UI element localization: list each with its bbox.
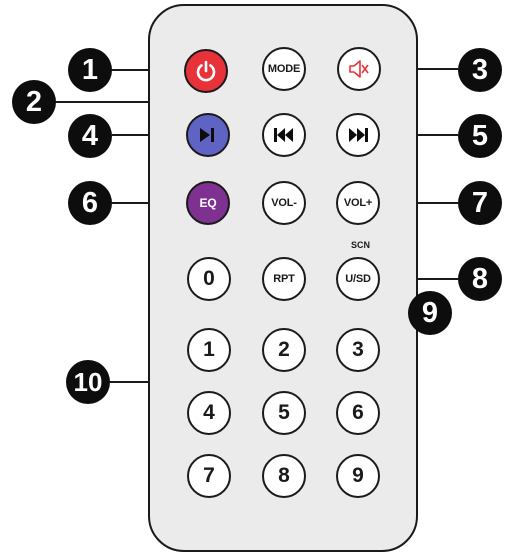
callout-1: 1	[68, 48, 112, 92]
volume-up-button[interactable]: VOL+	[336, 181, 380, 225]
digit-4-label: 4	[203, 401, 215, 424]
callout-5: 5	[458, 114, 502, 158]
volume-down-label: VOL-	[271, 197, 297, 209]
play-pause-button[interactable]	[186, 113, 230, 157]
play-pause-icon	[200, 128, 214, 142]
callout-9: 9	[408, 291, 452, 335]
digit-9-button[interactable]: 9	[336, 454, 380, 498]
digit-5-button[interactable]: 5	[262, 391, 306, 435]
skip-next-icon	[349, 128, 368, 142]
eq-button[interactable]: EQ	[186, 181, 230, 225]
callout-7: 7	[458, 181, 502, 225]
digit-6-label: 6	[352, 401, 364, 424]
digit-1-button[interactable]: 1	[187, 328, 231, 372]
skip-previous-icon	[274, 128, 293, 142]
usd-label: U/SD	[345, 273, 371, 285]
repeat-label: RPT	[273, 273, 295, 285]
digit-8-label: 8	[278, 464, 290, 487]
next-track-button[interactable]	[336, 113, 380, 157]
mute-button[interactable]	[337, 47, 381, 91]
digit-5-label: 5	[278, 401, 290, 424]
eq-label: EQ	[199, 196, 217, 210]
mode-label: MODE	[267, 63, 301, 75]
callout-3: 3	[458, 48, 502, 92]
digit-0-button[interactable]: 0	[187, 257, 231, 301]
power-icon	[196, 60, 216, 82]
digit-2-label: 2	[278, 338, 290, 361]
callout-4: 4	[68, 114, 112, 158]
digit-7-label: 7	[203, 464, 215, 487]
digit-6-button[interactable]: 6	[336, 391, 380, 435]
volume-up-label: VOL+	[343, 197, 373, 209]
volume-down-button[interactable]: VOL-	[262, 181, 306, 225]
mode-button[interactable]: MODE	[262, 47, 306, 91]
power-button[interactable]	[184, 49, 228, 93]
digit-2-button[interactable]: 2	[262, 328, 306, 372]
digit-1-label: 1	[203, 338, 215, 361]
digit-9-label: 9	[352, 464, 364, 487]
callout-2: 2	[12, 80, 56, 124]
digit-3-button[interactable]: 3	[336, 328, 380, 372]
digit-8-button[interactable]: 8	[262, 454, 306, 498]
digit-7-button[interactable]: 7	[187, 454, 231, 498]
digit-3-label: 3	[352, 338, 364, 361]
previous-track-button[interactable]	[262, 113, 306, 157]
callout-10: 10	[66, 360, 110, 404]
repeat-button[interactable]: RPT	[262, 257, 306, 301]
callout-6: 6	[68, 181, 112, 225]
callout-8: 8	[458, 257, 502, 301]
digit-4-button[interactable]: 4	[187, 391, 231, 435]
scn-label: SCN	[351, 240, 371, 250]
mute-speaker-icon	[349, 60, 369, 78]
usd-button[interactable]: U/SD	[336, 257, 380, 301]
digit-0-label: 0	[203, 267, 215, 290]
